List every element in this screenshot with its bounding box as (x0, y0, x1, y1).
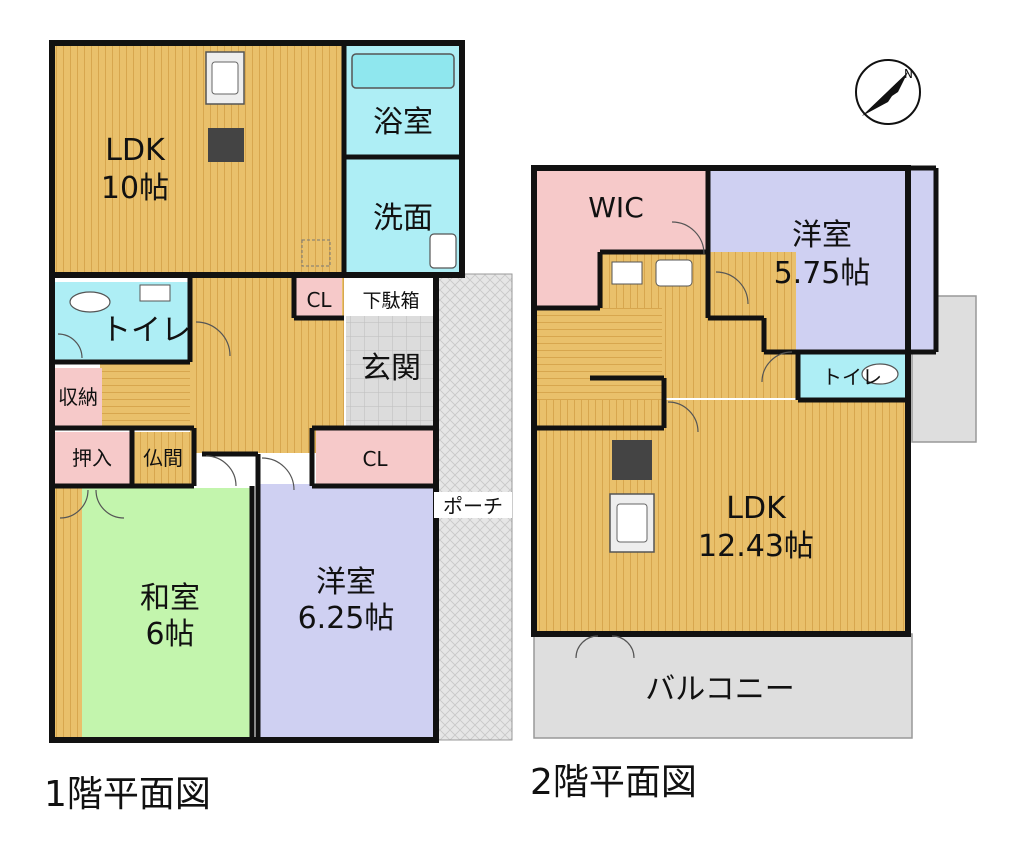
bathtub-icon (351, 53, 455, 89)
butsuma-area (132, 432, 194, 484)
entrance-area (346, 316, 434, 426)
floor-2: WIC 洋室 5.75帖 トイレ LDK 12.43帖 バルコニー (531, 165, 977, 739)
ldk-label-1f: LDK (105, 133, 166, 168)
storage-area (52, 368, 102, 426)
yoshitsu-label-1f: 洋室 (316, 565, 376, 600)
washitsu-floor-strip (52, 484, 82, 740)
yoshitsu-label-2f: 洋室 (792, 218, 852, 253)
washitsu-label: 和室 (140, 581, 200, 616)
porch-label: ポーチ (443, 494, 503, 518)
washroom-label: 洗面 (373, 201, 433, 236)
washitsu-room (82, 488, 252, 740)
floor-2-title: 2階平面図 (530, 762, 697, 803)
stove-icon (208, 128, 244, 162)
ldk-size-1f: 10帖 (101, 171, 169, 206)
butsuma-label: 仏間 (143, 446, 183, 470)
toilet-label-2f: トイレ (822, 365, 882, 389)
yoshitsu-size-1f: 6.25帖 (298, 601, 395, 636)
entrance-label: 玄関 (361, 351, 421, 386)
closet-lower (316, 430, 434, 484)
svg-text:N: N (904, 67, 913, 81)
stairs-icon (100, 362, 190, 428)
closet-label-small: CL (306, 288, 332, 312)
yoshitsu-room-1f (258, 484, 434, 740)
oshiire-label: 押入 (72, 446, 112, 470)
ldk-size-2f: 12.43帖 (698, 529, 814, 564)
ldk-room-2f (536, 400, 910, 634)
wic-label: WIC (588, 191, 644, 224)
stove-icon-2f (612, 440, 652, 480)
toilet-icon (69, 291, 111, 313)
washitsu-size: 6帖 (145, 617, 194, 652)
ldk-room-1f (52, 43, 344, 275)
compass-icon: N (855, 59, 921, 125)
ldk-label-2f: LDK (726, 491, 787, 526)
balcony-area (533, 633, 913, 739)
balcony-label: バルコニー (645, 672, 794, 707)
storage-label: 収納 (58, 385, 98, 409)
floor-1: LDK 10帖 浴室 洗面 トイレ CL 下駄箱 玄関 収納 押入 仏間 CL … (49, 40, 513, 743)
side-balcony (911, 295, 977, 443)
closet-label-lower: CL (362, 447, 388, 471)
closet-small (294, 278, 342, 318)
shoe-box-area (346, 286, 434, 316)
shoe-box-label: 下駄箱 (362, 290, 419, 312)
toilet-icon-2f (861, 363, 899, 385)
bathroom-label: 浴室 (373, 105, 433, 140)
toilet-label-1f: トイレ (101, 313, 191, 348)
oshiire-area (52, 432, 132, 484)
yoshitsu-size-2f: 5.75帖 (774, 256, 871, 291)
floor-1-title: 1階平面図 (44, 774, 211, 815)
